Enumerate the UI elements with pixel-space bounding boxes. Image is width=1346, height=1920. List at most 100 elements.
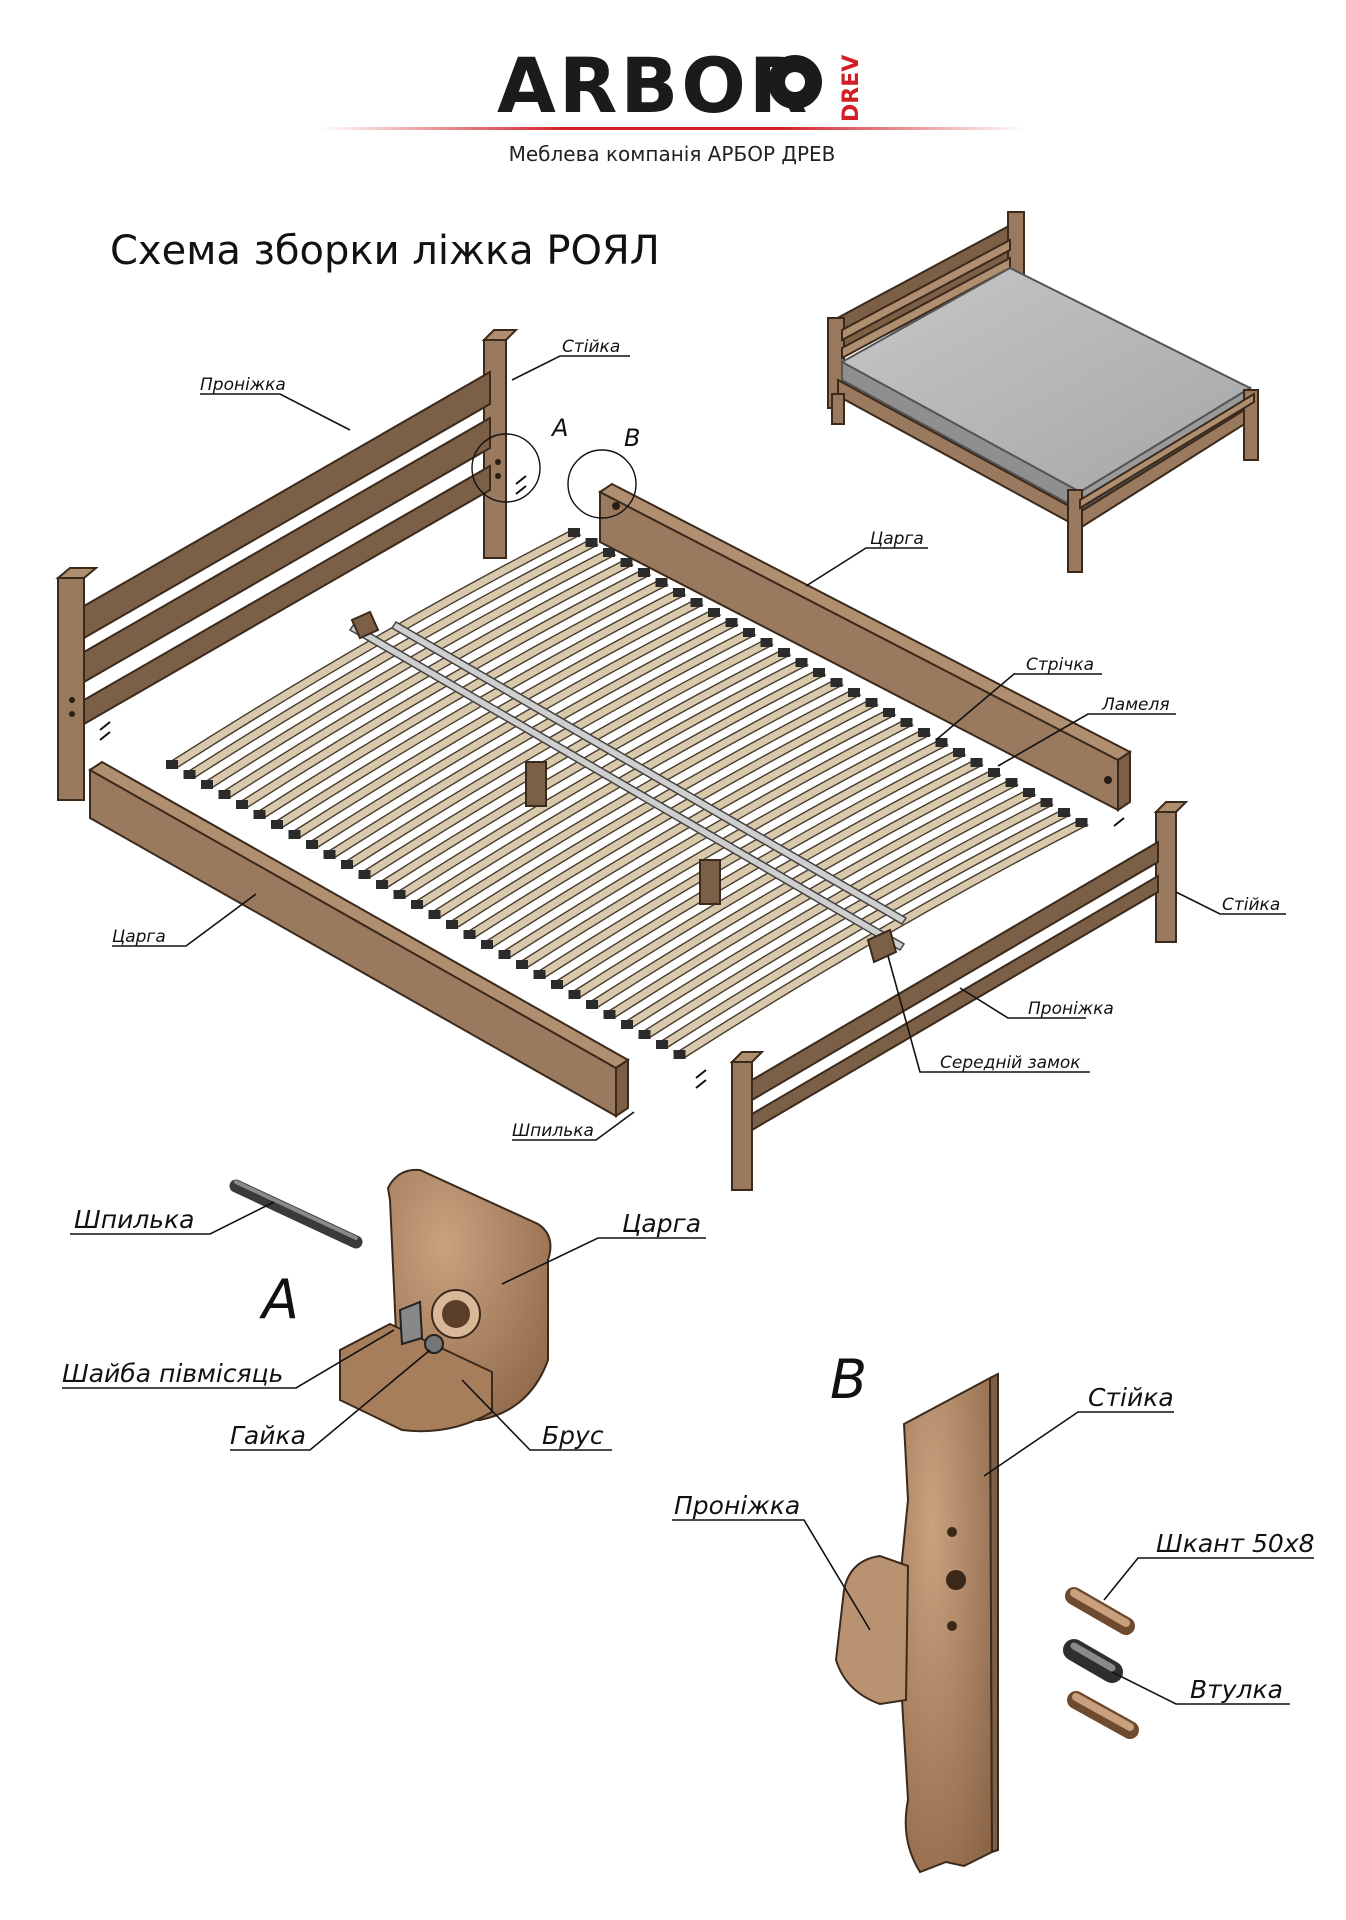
slat-holder (551, 980, 563, 989)
slat-holder (638, 568, 650, 577)
slat-holder (446, 920, 458, 929)
dowel-lower (1067, 1691, 1139, 1739)
slat (203, 549, 617, 788)
slat-holder (411, 900, 423, 909)
slat-holder (883, 708, 895, 717)
slat-holder (690, 598, 703, 607)
slat-holder (813, 668, 825, 677)
side-rail-back (598, 482, 1132, 812)
sleeve (1063, 1639, 1123, 1683)
slat-holder (673, 588, 685, 597)
slat-holder (848, 688, 860, 697)
logo-underline (320, 127, 1025, 130)
slat-holder (708, 608, 720, 617)
headboard (55, 329, 519, 801)
footboard (729, 801, 1189, 1191)
logo-side-text: DREV (839, 55, 864, 122)
slat-holder (655, 578, 668, 587)
dowel-upper (1065, 1587, 1135, 1635)
detail-a-marker: A (550, 414, 568, 442)
slat-holder (586, 1000, 598, 1009)
label-detail-a-brus: Брус (542, 1421, 604, 1450)
slat-holder (481, 940, 493, 949)
label-tsarga-right: Царга (870, 529, 924, 549)
slat-holder (183, 770, 196, 779)
main-callouts: Проніжка Стійка A B Царга Стрічка Ламеля… (112, 337, 1286, 1141)
center-lock-part (866, 928, 898, 964)
label-detail-b-vtulka: Втулка (1190, 1675, 1283, 1704)
slat-holder (568, 990, 581, 999)
slat-holder (393, 890, 406, 899)
company-tagline: Меблева компанія АРБОР ДРЕВ (509, 142, 836, 166)
label-strichka: Стрічка (1026, 655, 1094, 675)
slat-holder (953, 748, 965, 757)
slat-tape-lower (390, 620, 908, 926)
slat-holder (760, 638, 773, 647)
label-proninzhka-top: Проніжка (200, 375, 286, 395)
label-stiika-top: Стійка (562, 337, 620, 357)
slat-holder (428, 910, 441, 919)
slat-holder (271, 820, 283, 829)
slat-holder (1075, 818, 1088, 827)
slat-holder (795, 658, 808, 667)
slat-holder (516, 960, 528, 969)
label-detail-a-tsarga: Царга (622, 1209, 701, 1238)
slat-holder (900, 718, 913, 727)
slat-holder (621, 1020, 633, 1029)
slat-holder (341, 860, 353, 869)
page-title: Схема зборки ліжка РОЯЛ (110, 228, 660, 274)
logo-wordmark: ARBOR (497, 41, 810, 130)
slat-holder (323, 850, 336, 859)
slat-holder (1005, 778, 1018, 787)
slat-holder (673, 1050, 686, 1059)
label-detail-a-shpylka: Шпилька (74, 1205, 194, 1234)
slat-holder (236, 800, 248, 809)
slat-holder (218, 790, 231, 799)
detail-circle-b (567, 449, 637, 519)
slat-grid (166, 528, 1089, 1059)
slat-holder (253, 810, 266, 819)
slat-holder (585, 538, 598, 547)
detail-a-letter: A (259, 1268, 299, 1331)
detail-b-letter: B (830, 1348, 867, 1411)
label-serednii-zamok: Середній замок (940, 1053, 1081, 1073)
slat-holder (638, 1030, 651, 1039)
label-detail-a-haika: Гайка (230, 1421, 306, 1450)
label-tsarga-left: Царга (112, 927, 166, 947)
slat-holder (463, 930, 476, 939)
side-rail-front (88, 760, 630, 1118)
slat-holder (201, 780, 213, 789)
label-shpylka-mid: Шпилька (512, 1121, 594, 1141)
slat-holder (656, 1040, 668, 1049)
slat-holder (830, 678, 843, 687)
slat-holder (620, 558, 633, 567)
slat-holder (358, 870, 371, 879)
saw-blade-icon (768, 55, 822, 109)
label-stiika-right: Стійка (1222, 895, 1280, 915)
slat-tape-upper (348, 622, 906, 952)
slat-holder (533, 970, 546, 979)
slat-holder (306, 840, 318, 849)
slat-holder (166, 760, 178, 769)
slat-holder (288, 830, 301, 839)
detail-b-marker: B (624, 424, 640, 452)
logo: ARBOR DREV Меблева компанія АРБОР ДРЕВ (320, 41, 1025, 166)
slat-holder (725, 618, 738, 627)
label-detail-b-stiika: Стійка (1088, 1383, 1174, 1412)
label-lamela: Ламеля (1101, 695, 1170, 715)
label-detail-a-shaiba: Шайба півмісяць (62, 1359, 283, 1388)
main-exploded-view (55, 329, 1189, 1191)
slat-holder (1058, 808, 1070, 817)
detail-b: B Стійка Проніжка Шкант 50х8 Втулка (672, 1348, 1315, 1874)
detail-circle-a (471, 433, 541, 503)
slat-holder (865, 698, 878, 707)
detail-a: A Шпилька Царга Шайба півмісяць Гайка Бр… (62, 1168, 706, 1451)
assembled-bed-illustration (827, 211, 1259, 573)
threaded-rod (229, 1179, 363, 1249)
slat-holder (603, 1010, 616, 1019)
slat-holder (568, 528, 580, 537)
slat-holder (743, 628, 755, 637)
slat-holder (970, 758, 983, 767)
slat-holder (988, 768, 1000, 777)
